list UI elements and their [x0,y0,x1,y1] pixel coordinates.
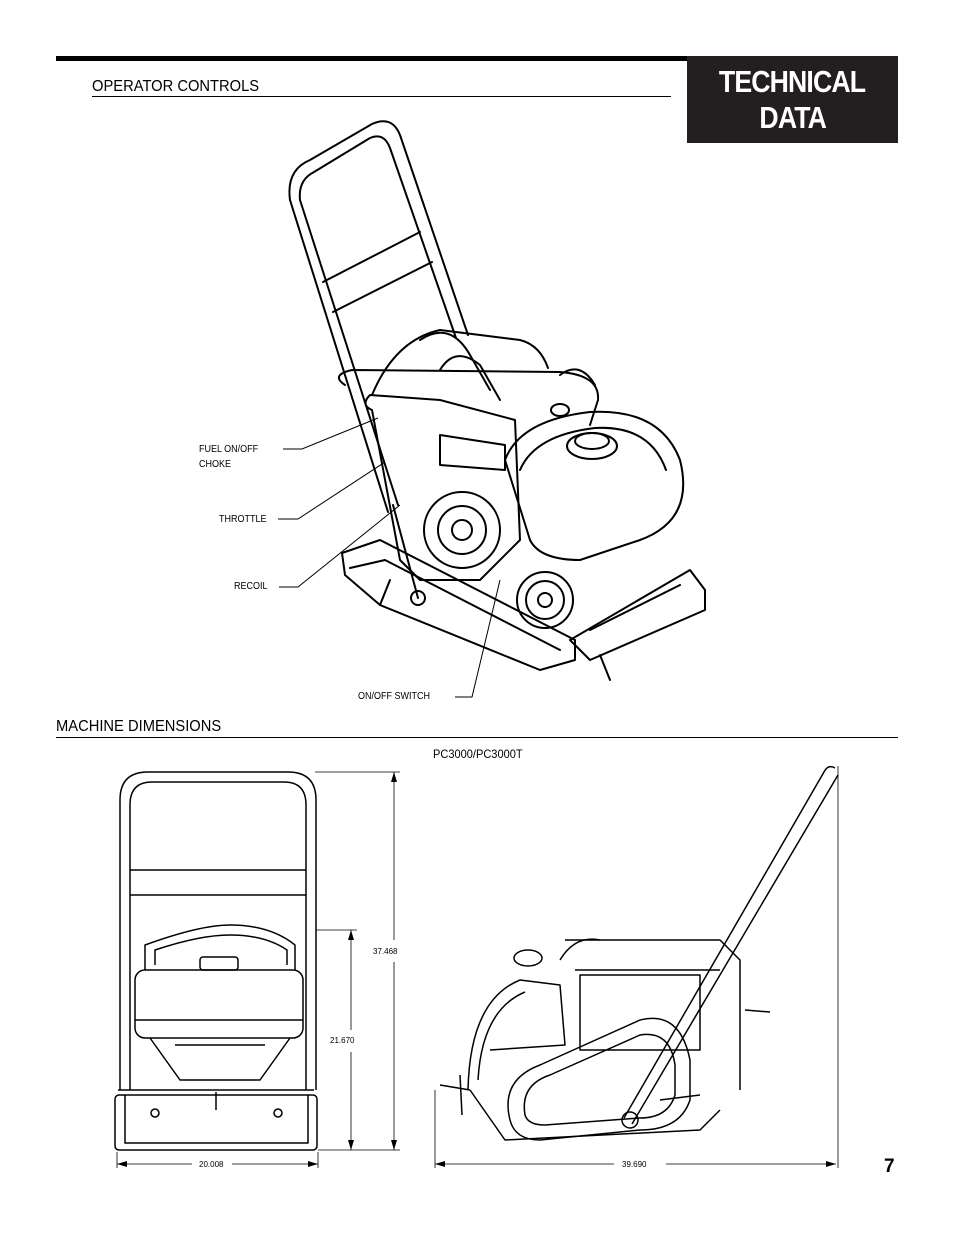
dimension-lines [116,766,839,1168]
side-view-drawing [439,765,839,1141]
section-title-line2: DATA [759,99,827,135]
callout-fuel-on-off: FUEL ON/OFF [199,444,259,455]
dim-body-height: 21.670 [330,1036,355,1045]
section-title-box: TECHNICAL DATA [687,56,898,143]
callout-recoil: RECOIL [234,581,268,592]
operator-controls-heading: OPERATOR CONTROLS [92,78,260,95]
machine-dimensions-rule [56,737,898,738]
operator-controls-rule [92,96,671,97]
model-label: PC3000/PC3000T [433,747,523,761]
callout-on-off-switch: ON/OFF SWITCH [358,691,430,702]
front-view-drawing [114,771,318,1151]
dim-overall-height: 37.468 [373,947,398,956]
page-number: 7 [884,1156,895,1177]
dim-width: 20.008 [199,1160,224,1169]
section-title-line1: TECHNICAL [719,63,866,99]
header-rule [56,56,688,61]
machine-dimensions-heading: MACHINE DIMENSIONS [56,718,222,735]
callout-choke: CHOKE [199,459,232,470]
dimension-arrows [117,772,836,1167]
callout-throttle: THROTTLE [219,514,267,525]
dim-length: 39.690 [622,1160,647,1169]
